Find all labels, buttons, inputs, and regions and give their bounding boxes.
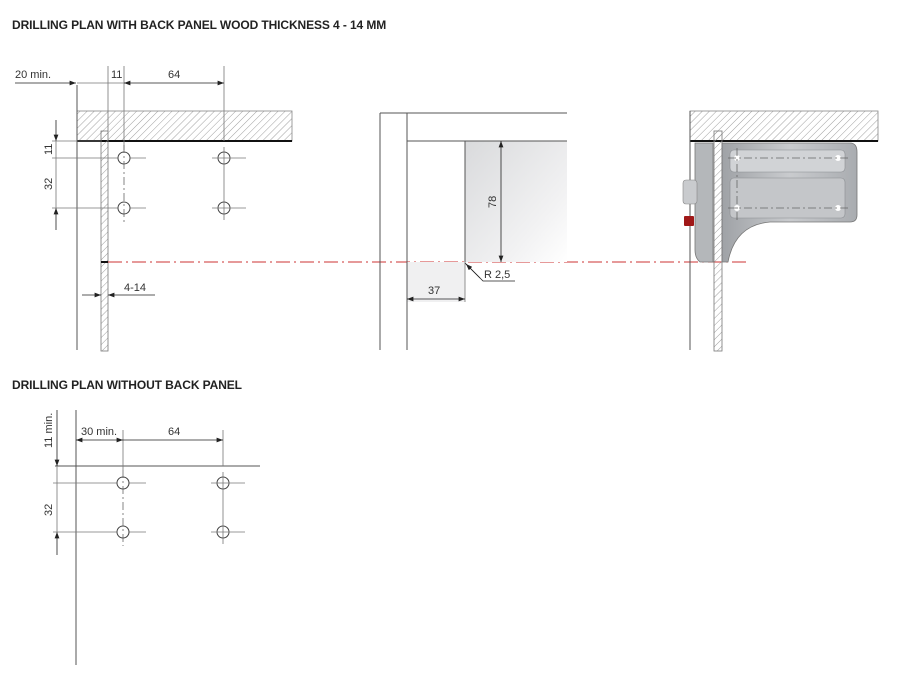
dim-spacing-label: 64 [168,69,180,81]
dim-height-label: 78 [487,196,499,208]
drill-holes [117,145,246,222]
back-panel [100,130,109,352]
drilling-plan-with-back-panel: 20 min. 11 64 11 32 4-14 [15,66,293,352]
section-title-with-back-panel: DRILLING PLAN WITH BACK PANEL WOOD THICK… [12,18,387,32]
drilling-plan-without-back-panel: 30 min. 64 11 min. 32 [43,410,260,665]
side-view-drawing: 78 37 R 2,5 [379,112,567,350]
dim-width-label: 37 [428,285,440,297]
red-adjuster [684,216,694,226]
section-title-without-back-panel: DRILLING PLAN WITHOUT BACK PANEL [12,378,242,392]
cabinet-top-panel [76,110,293,142]
dim-edge-label: 20 min. [15,69,51,81]
dim-spacing-label: 64 [168,426,180,438]
dim-thickness-label: 4-14 [124,282,146,294]
dim-vertical-label: 32 [43,504,55,516]
bracket-drawing [682,110,879,352]
dim-edge-label: 30 min. [81,426,117,438]
dim-radius-label: R 2,5 [484,269,510,281]
dim-top-label: 11 min. [43,413,55,448]
dim-top-label: 11 [43,144,55,155]
dim-vertical-label: 32 [43,178,55,190]
dim-offset-label: 11 [111,69,122,81]
